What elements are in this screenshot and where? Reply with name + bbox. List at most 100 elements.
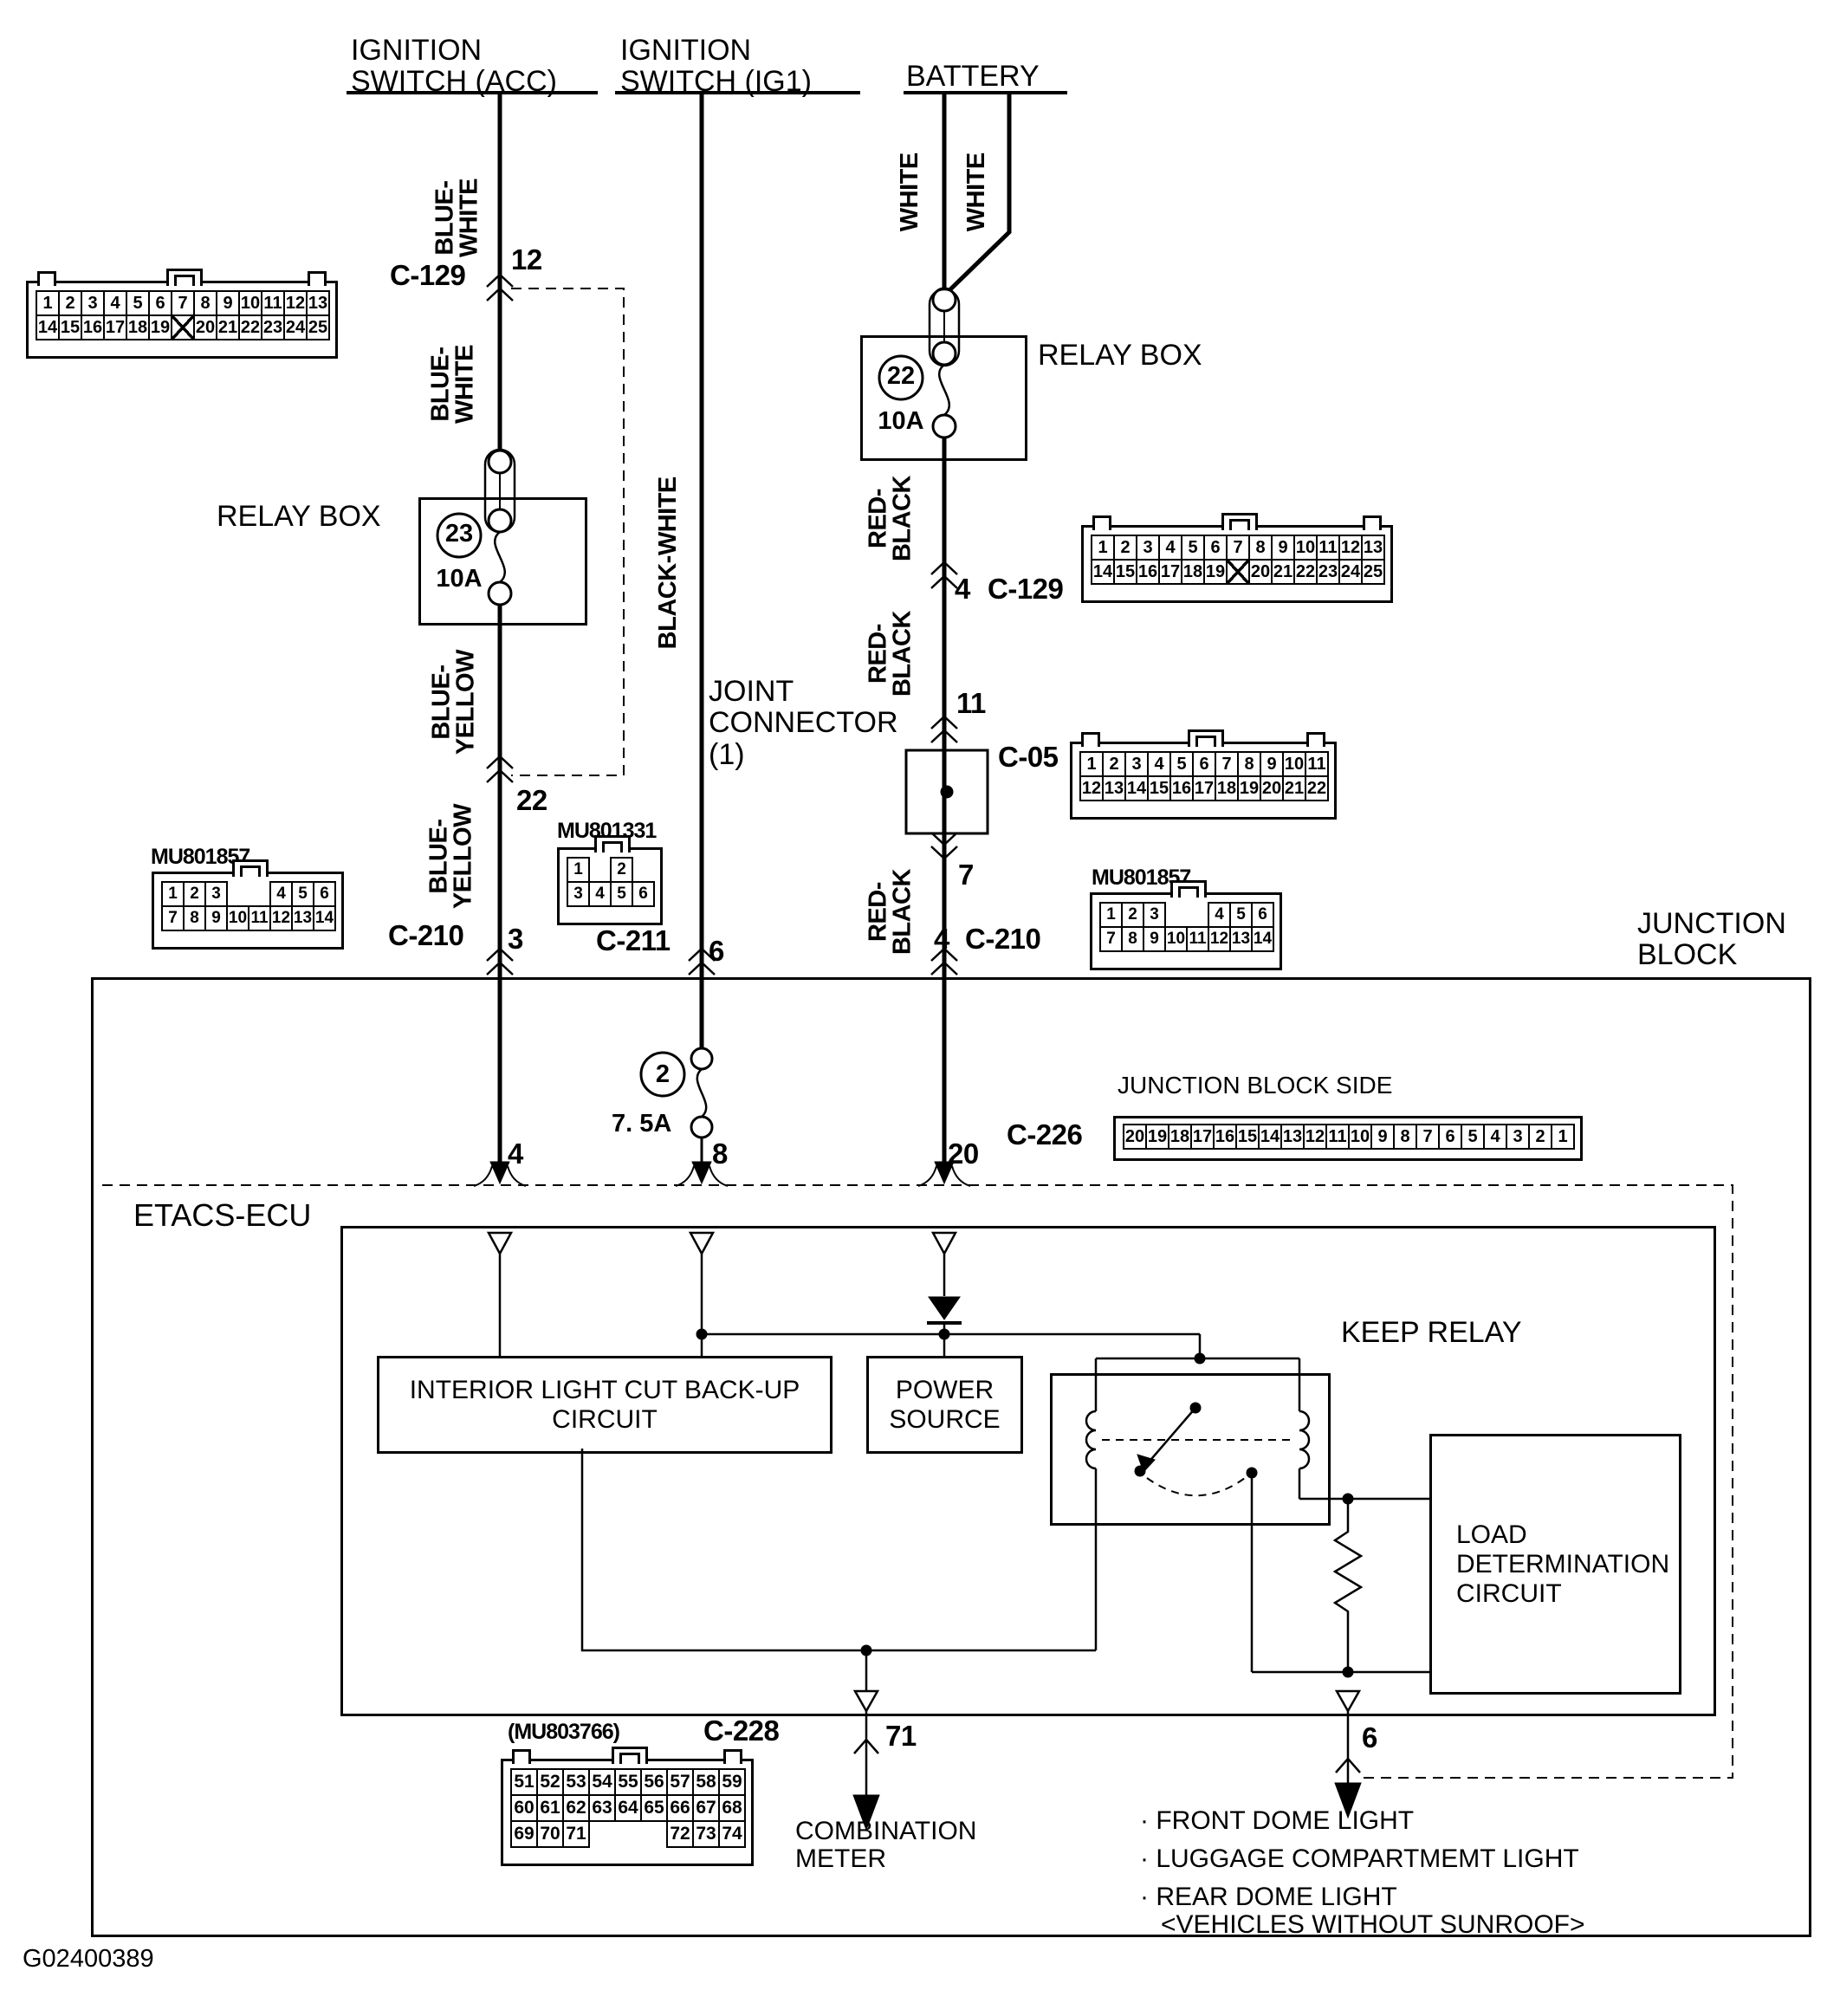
- pin-cell-spacer: [588, 1820, 616, 1848]
- fuse-23-number: 23: [444, 520, 474, 548]
- source-battery-label: BATTERY: [906, 60, 1040, 93]
- dashed-link: [511, 288, 625, 776]
- pin-cell: 2: [1528, 1124, 1552, 1150]
- connector-latch: [1221, 513, 1258, 530]
- pin-cell: 3: [1506, 1124, 1530, 1150]
- connector-id-c226: C-226: [1007, 1118, 1083, 1151]
- pin-cell-spacer: [248, 881, 271, 907]
- resistor-icon: [1332, 1499, 1364, 1672]
- joint-connector-box: [904, 749, 989, 835]
- output-dome-lights-arrow: [1334, 1711, 1362, 1819]
- pin-cell: 13: [1229, 926, 1253, 952]
- pin-cell: 73: [692, 1820, 720, 1848]
- pin-cell: 12: [1303, 1124, 1327, 1150]
- pin-cell: 8: [1121, 926, 1144, 952]
- pin-cell: 11: [1305, 751, 1329, 777]
- pin-cell: 15: [1147, 775, 1171, 801]
- pin-cell: 22: [1293, 559, 1318, 585]
- pin-cell: 7: [1416, 1124, 1440, 1150]
- pin-cell: 19: [1237, 775, 1261, 801]
- connector-tab: [37, 271, 56, 286]
- interior-light-cut-label: INTERIOR LIGHT CUT BACK-UP CIRCUIT: [409, 1375, 800, 1434]
- pin-cell: 74: [718, 1820, 746, 1848]
- pin-cell: 72: [666, 1820, 694, 1848]
- pin-cell: 1: [1551, 1124, 1575, 1150]
- pin-cell: 6: [1203, 535, 1228, 561]
- pin-cell: 62: [562, 1794, 590, 1822]
- pin-cell: 17: [1192, 775, 1216, 801]
- load-front-dome-light: · FRONT DOME LIGHT: [1140, 1806, 1415, 1835]
- pin-cell: 8: [1393, 1124, 1417, 1150]
- pin-cell: 3: [1124, 751, 1149, 777]
- pin-6-output: 6: [1362, 1721, 1377, 1753]
- keep-relay-label: KEEP RELAY: [1341, 1316, 1522, 1349]
- pin-cell: 69: [510, 1820, 538, 1848]
- pin-cell: 18: [1168, 1124, 1192, 1150]
- pin-6-c211: 6: [709, 935, 724, 967]
- pin-cell: 1: [36, 290, 60, 316]
- pin-cell-blocked: [1226, 559, 1250, 585]
- pin-cell: 8: [1237, 751, 1261, 777]
- load-rear-dome-light: · REAR DOME LIGHT: [1140, 1883, 1397, 1911]
- pin-cell: 57: [666, 1768, 694, 1796]
- pin-cell: 16: [1213, 1124, 1237, 1150]
- pin-cell: 5: [291, 881, 314, 907]
- pin-cell: 10: [1348, 1124, 1372, 1150]
- wire-color-blue-yellow-2: BLUE- YELLOW: [424, 804, 476, 910]
- fuse-22-rating: 10A: [878, 407, 924, 435]
- pin-cell: 7: [1215, 751, 1239, 777]
- wire-color-blue-white-2: BLUE- WHITE: [426, 345, 478, 425]
- pin-cell: 3: [1136, 535, 1160, 561]
- connector-id-c129-left: C-129: [390, 259, 466, 291]
- pin-cell: 3: [1143, 902, 1166, 928]
- relay-box-right-label: RELAY BOX: [1038, 339, 1202, 372]
- pin-8-jb: 8: [712, 1138, 728, 1170]
- pin-cell: 14: [36, 314, 60, 340]
- pin-cell: 20: [193, 314, 217, 340]
- connector-latch: [232, 859, 269, 877]
- pin-4-c210: 4: [934, 923, 949, 955]
- pin-cell: 3: [204, 881, 228, 907]
- pin-cell: 61: [536, 1794, 564, 1822]
- connector-latch: [166, 269, 203, 286]
- pin-cell: 10: [1293, 535, 1318, 561]
- pin-cell: 71: [562, 1820, 590, 1848]
- power-source-label: POWER SOURCE: [889, 1375, 1001, 1434]
- pin-cell: 4: [269, 881, 293, 907]
- connector-tab: [1363, 515, 1382, 530]
- pin-cell: 15: [58, 314, 82, 340]
- pin-12: 12: [511, 243, 542, 275]
- pin-cell: 7: [161, 905, 185, 931]
- wire-color-blue-yellow-1: BLUE- YELLOW: [427, 650, 479, 755]
- pin-cell: 17: [1190, 1124, 1215, 1150]
- coil-down-lines: [1094, 1468, 1301, 1650]
- connector-id-c129-right: C-129: [988, 573, 1064, 605]
- relay-box-left: [418, 497, 587, 626]
- pin-cell: 60: [510, 1794, 538, 1822]
- pin-cell: 67: [692, 1794, 720, 1822]
- pin-cell: 66: [666, 1794, 694, 1822]
- pin-cell: 3: [81, 290, 105, 316]
- pin-cell: 2: [1113, 535, 1137, 561]
- pin-cell: 4: [588, 881, 612, 907]
- keep-relay-box: [1050, 1373, 1331, 1526]
- connector-id-c211: C-211: [596, 924, 671, 956]
- fuse-2-number: 2: [655, 1060, 671, 1088]
- pin-cell: 8: [193, 290, 217, 316]
- pin-cell: 21: [1282, 775, 1306, 801]
- interior-output-lines: [580, 1449, 1096, 1690]
- fuse-22-number: 22: [886, 362, 916, 390]
- pin-cell-spacer: [614, 1820, 642, 1848]
- pin-cell: 19: [1145, 1124, 1169, 1150]
